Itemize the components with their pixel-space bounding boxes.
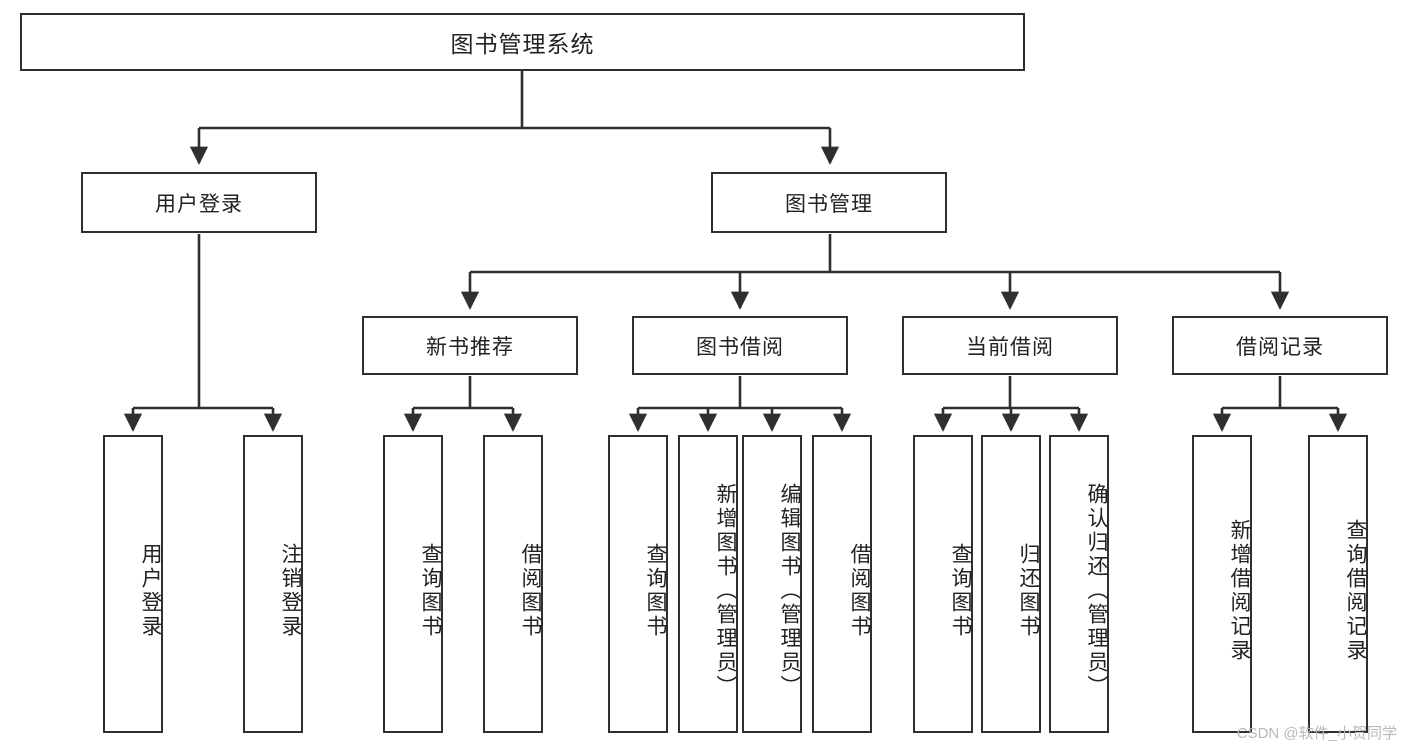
node-current-borrow[interactable]: 当前借阅	[902, 316, 1118, 375]
leaf-query-book-rec[interactable]: 查询图书	[383, 435, 443, 733]
leaf-return-book[interactable]: 归还图书	[981, 435, 1041, 733]
node-borrow-record[interactable]: 借阅记录	[1172, 316, 1388, 375]
leaf-borrow-book[interactable]: 借阅图书	[812, 435, 872, 733]
leaf-query-book-borrow[interactable]: 查询图书	[608, 435, 668, 733]
leaf-query-borrow-record[interactable]: 查询借阅记录	[1308, 435, 1368, 733]
leaf-add-borrow-record[interactable]: 新增借阅记录	[1192, 435, 1252, 733]
leaf-confirm-return-admin[interactable]: 确认归还（管理员）	[1049, 435, 1109, 733]
leaf-add-book-admin[interactable]: 新增图书（管理员）	[678, 435, 738, 733]
node-new-book-recommend[interactable]: 新书推荐	[362, 316, 578, 375]
leaf-edit-book-admin[interactable]: 编辑图书（管理员）	[742, 435, 802, 733]
node-book-manage[interactable]: 图书管理	[711, 172, 947, 233]
leaf-user-login[interactable]: 用户登录	[103, 435, 163, 733]
leaf-query-book-current[interactable]: 查询图书	[913, 435, 973, 733]
watermark-text: CSDN @软件_小贺同学	[1236, 725, 1397, 742]
node-book-borrow[interactable]: 图书借阅	[632, 316, 848, 375]
leaf-borrow-book-rec[interactable]: 借阅图书	[483, 435, 543, 733]
node-root[interactable]: 图书管理系统	[20, 13, 1025, 71]
node-user-login[interactable]: 用户登录	[81, 172, 317, 233]
leaf-user-logout[interactable]: 注销登录	[243, 435, 303, 733]
